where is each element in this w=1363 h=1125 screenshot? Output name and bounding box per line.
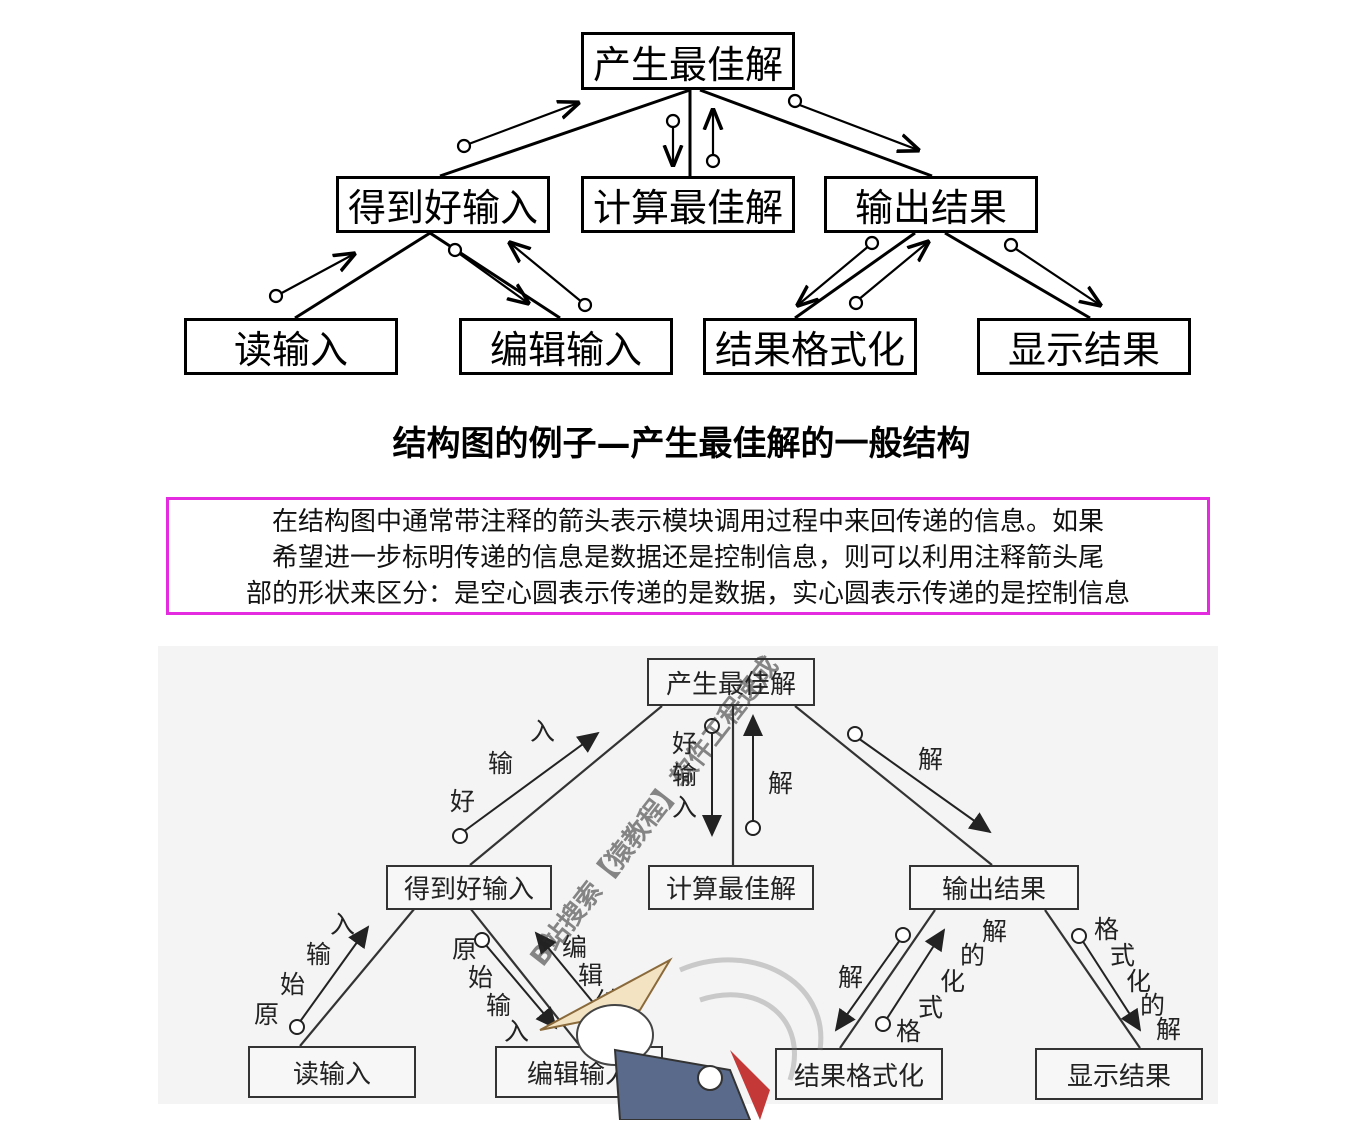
label-raw-input-down-4: 入 (504, 1017, 530, 1046)
module-output-result: 输出结果 (824, 176, 1038, 233)
mascot-watermark-icon (539, 957, 824, 1120)
label-raw-input-down-2: 始 (468, 963, 494, 992)
label-good-input-down-1: 好 (672, 729, 698, 758)
module-read-input: 读输入 (184, 318, 398, 375)
scan-module-format-result: 结果格式化 (775, 1048, 943, 1100)
root-module-box: 产生最佳解 (581, 32, 795, 90)
module-label: 输出结果 (941, 875, 1046, 905)
scan-root-module-box: 产生最佳解 (647, 658, 815, 706)
label-formatted-down-5: 解 (1156, 1015, 1182, 1044)
label-formatted-down-2: 式 (1110, 941, 1136, 970)
module-label: 显示结果 (1007, 328, 1160, 372)
module-label: 显示结果 (1066, 1061, 1171, 1092)
module-label: 计算最佳解 (592, 186, 783, 230)
diagram-caption: 结构图的例子—产生最佳解的一般结构 (392, 424, 971, 464)
label-formatted-up-5: 解 (982, 917, 1008, 946)
label-good-input-up-3: 入 (530, 717, 556, 746)
label-formatted-up-4: 的 (960, 941, 986, 970)
note-line-3: 部的形状来区分：是空心圆表示传递的是数据，实心圆表示传递的是控制信息 (245, 579, 1130, 609)
label-raw-input-up-4: 入 (330, 910, 356, 939)
label-good-input-down-3: 入 (672, 793, 698, 822)
module-label: 结果格式化 (714, 328, 905, 372)
note-line-1: 在结构图中通常带注释的箭头表示模块调用过程中来回传递的信息。如果 (271, 507, 1104, 537)
label-good-input-up-2: 输 (488, 749, 514, 778)
module-label: 编辑输入 (489, 328, 642, 372)
scan-module-read-input: 读输入 (248, 1046, 416, 1098)
label-solution-up: 解 (768, 769, 794, 798)
module-label: 得到好输入 (403, 875, 534, 905)
module-get-good-input: 得到好输入 (336, 176, 550, 233)
label-formatted-up-3: 化 (940, 967, 966, 996)
label-raw-input-down-1: 原 (452, 935, 478, 964)
label-good-input-up-1: 好 (450, 787, 476, 816)
label-good-input-down-2: 输 (672, 761, 698, 790)
scan-module-compute-best-solution: 计算最佳解 (648, 865, 814, 910)
label-solution-down: 解 (918, 745, 944, 774)
module-format-result: 结果格式化 (703, 318, 917, 375)
module-display-result: 显示结果 (977, 318, 1191, 375)
note-line-2: 希望进一步标明传递的信息是数据还是控制信息，则可以利用注释箭头尾 (271, 543, 1104, 573)
module-label: 读输入 (292, 1059, 371, 1090)
module-label: 读输入 (233, 328, 348, 372)
top-structure-diagram-connectors (268, 88, 1363, 320)
label-formatted-down-3: 化 (1126, 967, 1152, 996)
root-module-label: 产生最佳解 (592, 42, 783, 87)
label-raw-input-up-3: 输 (306, 940, 332, 969)
module-label: 产生最佳解 (665, 669, 796, 700)
module-label: 计算最佳解 (665, 875, 796, 905)
scan-module-output-result: 输出结果 (909, 865, 1079, 910)
module-label: 得到好输入 (347, 186, 538, 230)
label-formatted-up-2: 式 (918, 993, 944, 1022)
label-raw-input-up-1: 原 (254, 1000, 280, 1029)
module-compute-best-solution: 计算最佳解 (581, 176, 795, 233)
label-solution-left: 解 (838, 963, 864, 992)
module-edit-input: 编辑输入 (459, 318, 673, 375)
scan-module-display-result: 显示结果 (1035, 1048, 1203, 1100)
label-edited-result-2: 辑 (578, 961, 604, 990)
module-label: 输出结果 (854, 186, 1007, 230)
label-formatted-down-1: 格 (1094, 915, 1120, 944)
scan-module-get-good-input: 得到好输入 (386, 865, 552, 910)
label-raw-input-up-2: 始 (280, 970, 306, 999)
label-formatted-up-1: 格 (896, 1017, 922, 1046)
module-label: 结果格式化 (793, 1061, 924, 1092)
explanation-note: 在结构图中通常带注释的箭头表示模块调用过程中来回传递的信息。如果 希望进一步标明… (166, 497, 1210, 615)
label-edited-result-1: 编 (562, 933, 588, 962)
label-raw-input-down-3: 输 (486, 991, 512, 1020)
label-formatted-down-4: 的 (1140, 991, 1166, 1020)
